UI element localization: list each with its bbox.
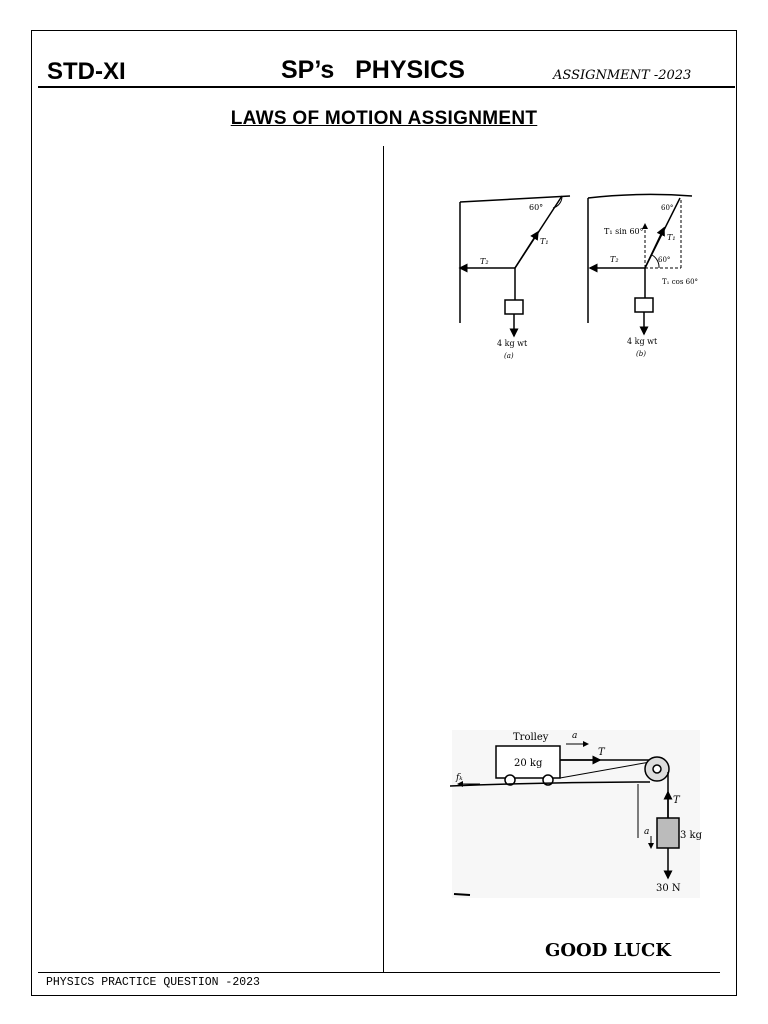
- t1-a-label: T₁: [540, 237, 549, 246]
- tension-vertical-label: T: [673, 795, 681, 806]
- good-luck-text: GOOD LUCK: [545, 940, 671, 961]
- header-rule: [38, 86, 735, 88]
- page-border: [31, 30, 737, 996]
- weight-force-label: 30 N: [656, 883, 681, 894]
- page-title: SP’s PHYSICS: [281, 56, 465, 84]
- tension-top-label: T: [598, 747, 606, 758]
- hanging-mass-label: 3 kg: [680, 830, 703, 841]
- trolley-diagram: Trolley a 20 kg T fₖ T a 3 kg 30 N: [450, 730, 703, 898]
- t1-sin-label: T₁ sin 60°: [604, 227, 644, 236]
- class-label: STD-XI: [47, 58, 126, 85]
- caption-a-label: (a): [504, 352, 514, 360]
- t2-b-label: T₂: [610, 255, 619, 264]
- trolley-mass-label: 20 kg: [514, 758, 543, 769]
- angle-b-top-label: 60°: [661, 204, 673, 212]
- column-divider: [383, 146, 384, 973]
- trolley-label: Trolley: [513, 732, 549, 743]
- assignment-heading-text: LAWS OF MOTION ASSIGNMENT: [230, 108, 538, 129]
- footer-text: PHYSICS PRACTICE QUESTION -2023: [46, 976, 260, 989]
- t2-a-label: T₂: [480, 257, 489, 266]
- t1-b-label: T₁: [667, 233, 676, 242]
- tension-diagram: 60° T₁ T₂ 4 kg wt (a) 60° T₁ sin 60° T₁ …: [458, 193, 698, 360]
- footer-rule: [38, 972, 720, 973]
- assignment-year: ASSIGNMENT -2023: [553, 68, 692, 83]
- assignment-heading: LAWS OF MOTION ASSIGNMENT: [0, 108, 768, 130]
- weight-b-label: 4 kg wt: [627, 337, 658, 346]
- trolley-accel-label: a: [572, 731, 577, 741]
- diagram-a: 60° T₁ T₂ 4 kg wt (a): [458, 195, 571, 360]
- hanging-accel-label: a: [644, 827, 649, 837]
- t1-cos-label: T₁ cos 60°: [662, 278, 698, 286]
- friction-label: fₖ: [455, 773, 463, 783]
- angle-b-low-label: 60°: [658, 256, 670, 264]
- caption-b-label: (b): [636, 350, 646, 358]
- weight-a-label: 4 kg wt: [497, 339, 528, 348]
- diagram-b: 60° T₁ sin 60° T₁ T₂ 60° T₁ cos 60° 4 kg…: [587, 193, 698, 358]
- angle-a-label: 60°: [529, 203, 543, 212]
